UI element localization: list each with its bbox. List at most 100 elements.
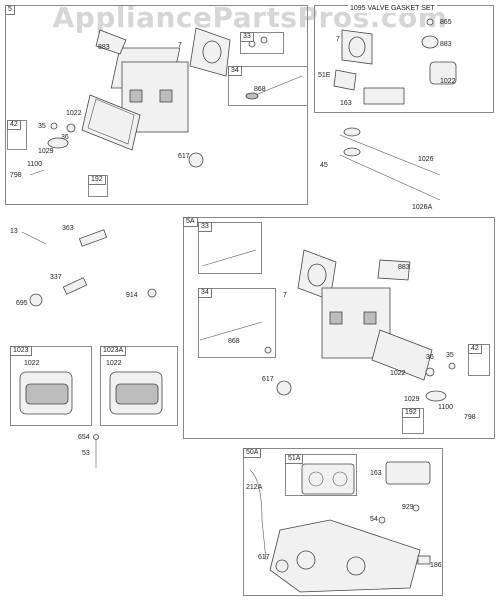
head-gasket-883 — [81, 94, 141, 151]
subtag-42: 42 — [7, 120, 21, 130]
part-label: 798 — [464, 414, 476, 421]
plug-695 — [29, 293, 43, 307]
part-label: 54 — [370, 516, 378, 523]
part-label: 1022 — [106, 360, 122, 367]
group-tag-5: 5 — [5, 5, 15, 15]
group-tag-1023: 1023 — [10, 346, 32, 356]
frame-gasket-set — [314, 5, 494, 113]
part-label: 7 — [178, 42, 182, 49]
valve-covers-drawing — [19, 371, 163, 468]
part-label: 7 — [283, 292, 287, 299]
group-tag-50a: 50A — [243, 448, 262, 458]
bolt-13 — [21, 231, 47, 245]
part-label: 36 — [426, 354, 434, 361]
gasket-51a — [301, 463, 355, 495]
part-label: 363 — [62, 225, 74, 232]
gasket-5a-1022 — [371, 329, 433, 381]
frame-1023 — [10, 346, 92, 426]
port-hole-left — [129, 89, 143, 103]
subtag-51a: 51A — [285, 454, 304, 464]
frame-section-5a — [183, 217, 495, 439]
gasket-set-drawing — [333, 18, 457, 105]
o-ring-617 — [188, 152, 204, 168]
subtag-5a-34: 34 — [198, 288, 212, 298]
valve-spring-36 — [66, 123, 76, 133]
section-50a-drawing — [249, 461, 431, 593]
spark-plug-337 — [62, 277, 88, 295]
part-label: 337 — [50, 274, 62, 281]
part-label: 1022 — [440, 78, 456, 85]
part-label: 654 — [78, 434, 90, 441]
part-label: 1026 — [418, 156, 434, 163]
valve-5a-868 — [264, 346, 272, 354]
part-label: 13 — [10, 228, 18, 235]
subtag-5a-192: 192 — [402, 408, 420, 418]
part-label: 883 — [440, 41, 452, 48]
subframe-33 — [240, 32, 284, 54]
subframe-34 — [228, 66, 308, 106]
valve-retainer-35 — [50, 122, 58, 130]
part-label: 35 — [38, 123, 46, 130]
screw-54 — [378, 516, 386, 524]
gasket-163 — [363, 87, 405, 105]
part-label: 1022 — [24, 360, 40, 367]
part-label: 883 — [398, 264, 410, 271]
group-tag-1023a: 1023A — [100, 346, 127, 356]
frame-1023a — [100, 346, 178, 426]
part-label: 1100 — [27, 161, 43, 168]
screw-929 — [412, 504, 420, 512]
part-label: 1026A — [412, 204, 433, 211]
frame-section-50a — [243, 448, 443, 596]
subframe-5a-34 — [198, 288, 276, 358]
part-label: 1100 — [438, 404, 454, 411]
part-label: 212A — [246, 484, 263, 491]
section-5-drawing — [29, 27, 303, 176]
group-tag-gasket-set: 1095 VALVE GASKET SET — [348, 5, 437, 13]
part-label: 868 — [254, 86, 266, 93]
rocker-arm-1029 — [47, 137, 69, 149]
part-label: 7 — [336, 36, 340, 43]
gasket-50a-163 — [385, 461, 431, 485]
subtag-5a-42: 42 — [468, 344, 482, 354]
screw-798 — [29, 169, 45, 176]
part-label: 36 — [61, 134, 69, 141]
part-label: 53 — [82, 450, 90, 457]
part-label: 186 — [430, 562, 442, 569]
part-label: 883 — [98, 44, 110, 51]
screw-914 — [147, 288, 157, 298]
small-gasket-883 — [95, 29, 127, 55]
subframe-51a — [285, 454, 357, 496]
section-5a-drawing — [199, 249, 456, 402]
group-tag-5a: 5A — [183, 217, 198, 227]
part-label: 163 — [370, 470, 382, 477]
seal-865 — [426, 18, 434, 26]
tube-212a — [249, 469, 267, 561]
loose-parts-drawing — [21, 229, 157, 307]
push-rod-1026 — [339, 134, 441, 176]
port-hole-right — [159, 89, 173, 103]
part-label: 1022 — [66, 110, 82, 117]
part-label: 798 — [10, 172, 22, 179]
part-label: 929 — [402, 504, 414, 511]
part-label: 163 — [340, 100, 352, 107]
subtag-192: 192 — [88, 175, 106, 185]
part-label: 1029 — [38, 148, 54, 155]
subframe-5a-33 — [198, 222, 262, 274]
gasket-1022-set — [429, 61, 457, 85]
o-ring-5a-617 — [276, 380, 292, 396]
part-label: 868 — [228, 338, 240, 345]
subtag-5a-33: 33 — [198, 222, 212, 232]
part-label: 35 — [446, 352, 454, 359]
push-rod-1026a — [339, 154, 441, 201]
part-label: 914 — [126, 292, 138, 299]
subtag-34: 34 — [228, 66, 242, 76]
valve-5a-33 — [201, 249, 257, 267]
part-label: 865 — [440, 19, 452, 26]
subtag-33: 33 — [240, 32, 254, 42]
gasket-5a-883 — [377, 259, 411, 281]
part-label: 617 — [178, 153, 190, 160]
valve-5a-34 — [199, 321, 263, 341]
gasket-51e — [333, 69, 357, 91]
part-label: 1029 — [404, 396, 420, 403]
